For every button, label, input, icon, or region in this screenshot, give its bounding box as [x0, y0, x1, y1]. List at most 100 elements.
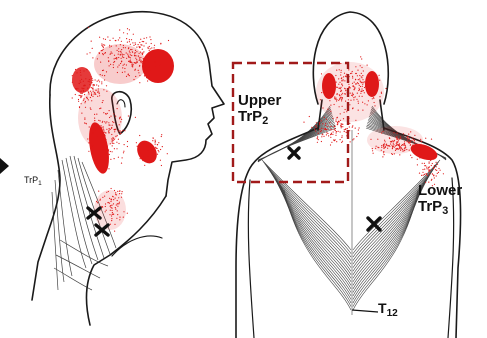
- pain-dot: [358, 133, 359, 134]
- pain-dot: [146, 43, 147, 44]
- pain-dot: [344, 131, 345, 132]
- pain-dot: [340, 74, 341, 75]
- pain-dot: [339, 82, 340, 83]
- pain-dot: [84, 117, 85, 118]
- pain-dot: [144, 75, 145, 76]
- pain-dot: [321, 92, 322, 93]
- pain-dot: [429, 161, 430, 162]
- pain-dot: [359, 88, 360, 89]
- pain-dot: [87, 88, 88, 89]
- pain-dot: [127, 213, 128, 214]
- pain-dot: [85, 107, 86, 108]
- pain-dot: [136, 142, 137, 143]
- pain-dot: [119, 193, 120, 194]
- pain-dot: [136, 47, 137, 48]
- pain-dot: [140, 60, 141, 61]
- pain-dot: [104, 79, 105, 80]
- side-head-outline: [50, 12, 224, 196]
- pain-dot: [363, 70, 364, 71]
- pain-dot: [106, 192, 107, 193]
- pain-dot: [362, 110, 363, 111]
- pain-dot: [422, 163, 423, 164]
- pain-dot: [356, 99, 357, 100]
- pain-dot: [155, 142, 156, 143]
- pain-dot: [110, 116, 111, 117]
- pain-dot: [431, 180, 432, 181]
- pain-dot: [330, 111, 331, 112]
- pain-dot: [139, 59, 140, 60]
- pain-dot: [409, 138, 410, 139]
- pain-dot: [97, 81, 98, 82]
- pain-dot: [332, 134, 333, 135]
- pain-dot: [393, 141, 394, 142]
- pain-dot: [108, 153, 109, 154]
- pain-dot: [146, 37, 147, 38]
- pain-dot: [396, 148, 397, 149]
- pain-dot: [139, 82, 140, 83]
- pain-dot: [109, 198, 110, 199]
- pain-dot: [121, 41, 122, 42]
- pain-dot: [104, 132, 105, 133]
- pain-dot: [110, 205, 111, 206]
- pain-dot: [397, 142, 398, 143]
- pain-dot: [399, 147, 400, 148]
- pain-dot: [321, 120, 322, 121]
- pain-dot: [345, 93, 346, 94]
- pain-dot: [88, 92, 89, 93]
- pain-dot: [142, 41, 143, 42]
- pain-dot: [389, 145, 390, 146]
- pain-dot: [315, 125, 316, 126]
- pain-dot: [110, 151, 111, 152]
- pain-dot: [357, 70, 358, 71]
- pain-dot: [155, 140, 156, 141]
- pain-dot: [168, 64, 169, 65]
- pain-dot: [80, 92, 81, 93]
- pain-dot: [148, 48, 149, 49]
- pain-dot: [111, 188, 112, 189]
- pain-dot: [129, 61, 130, 62]
- back-referred-pain: [316, 62, 440, 163]
- pain-dot: [118, 54, 119, 55]
- pain-dot: [94, 94, 95, 95]
- pain-dot: [109, 154, 110, 155]
- pain-dot: [331, 142, 332, 143]
- pain-dot: [115, 58, 116, 59]
- pain-dot: [398, 144, 399, 145]
- pain-dot: [98, 120, 99, 121]
- pain-dot: [139, 42, 140, 43]
- pain-dot: [345, 128, 346, 129]
- pain-dot: [370, 139, 371, 140]
- pain-dot: [140, 44, 141, 45]
- pain-dot: [102, 100, 103, 101]
- pain-dot: [333, 77, 334, 78]
- pain-dot: [95, 130, 96, 131]
- pain-dot: [364, 103, 365, 104]
- pain-dot: [362, 84, 363, 85]
- pain-dot: [377, 139, 378, 140]
- pain-dot: [127, 141, 128, 142]
- pain-dot: [342, 106, 343, 107]
- pain-dot: [377, 81, 378, 82]
- pain-dot: [118, 130, 119, 131]
- pain-dot: [317, 136, 318, 137]
- pain-dot: [162, 146, 163, 147]
- pain-dot: [109, 45, 110, 46]
- pain-dot: [392, 140, 393, 141]
- pain-dot: [121, 52, 122, 53]
- pain-dot: [154, 47, 155, 48]
- pain-dot: [78, 101, 79, 102]
- pain-dot: [126, 64, 127, 65]
- pain-dot: [358, 101, 359, 102]
- pain-dot: [359, 85, 360, 86]
- pain-dot: [93, 84, 94, 85]
- pain-dot: [367, 65, 368, 66]
- pain-dot: [334, 104, 335, 105]
- pain-dot: [149, 46, 150, 47]
- pain-dot: [115, 209, 116, 210]
- pain-dot: [92, 80, 93, 81]
- pain-dot: [100, 62, 101, 63]
- pain-dot: [145, 160, 146, 161]
- pain-dot: [113, 199, 114, 200]
- pain-dot: [416, 149, 417, 150]
- pain-dot: [87, 98, 88, 99]
